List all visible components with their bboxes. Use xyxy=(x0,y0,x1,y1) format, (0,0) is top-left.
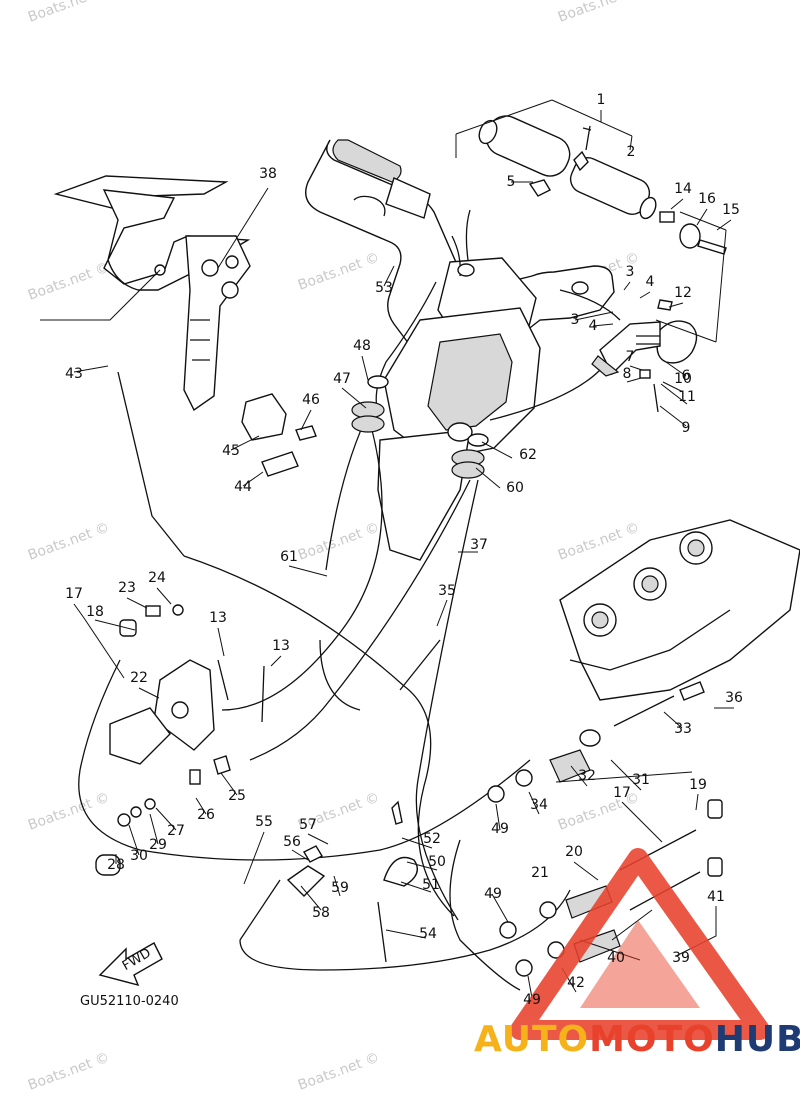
part-label-35: 35 xyxy=(438,583,456,599)
bracket-drawing xyxy=(241,393,317,477)
part-label-1: 1 xyxy=(597,92,606,108)
part-label-32: 32 xyxy=(578,768,596,784)
part-label-49: 49 xyxy=(491,821,509,837)
part-label-24: 24 xyxy=(148,570,166,586)
watermark-2: Boats.net © xyxy=(556,0,642,26)
fwd-arrow: FWD xyxy=(98,942,163,987)
part-label-10: 10 xyxy=(674,371,692,387)
part-label-12: 12 xyxy=(674,285,692,301)
part-label-34: 34 xyxy=(530,797,548,813)
cable-bracket-drawing xyxy=(95,604,265,876)
part-label-47: 47 xyxy=(333,371,351,387)
cable-runs xyxy=(78,281,601,991)
part-label-17: 17 xyxy=(65,586,83,602)
part-label-58: 58 xyxy=(312,905,330,921)
part-label-38: 38 xyxy=(259,166,277,182)
watermark-12: Boats.net © xyxy=(26,1050,112,1094)
part-label-53: 53 xyxy=(375,280,393,296)
lower-fittings-drawing xyxy=(239,681,723,977)
part-label-40: 40 xyxy=(607,950,625,966)
carburetor-drawing xyxy=(559,519,800,701)
part-label-5: 5 xyxy=(507,174,516,190)
part-label-55: 55 xyxy=(255,814,273,830)
part-label-56: 56 xyxy=(283,834,301,850)
leader-lines xyxy=(40,99,734,999)
part-label-30: 30 xyxy=(130,848,148,864)
part-label-59: 59 xyxy=(331,880,349,896)
part-label-9: 9 xyxy=(682,420,691,436)
part-label-20: 20 xyxy=(565,844,583,860)
pedal-drawing xyxy=(53,175,251,412)
part-label-36: 36 xyxy=(725,690,743,706)
boots-drawing xyxy=(351,375,489,479)
part-label-13: 13 xyxy=(272,638,290,654)
brand-part-moto: MOTO xyxy=(589,1019,715,1060)
part-label-3: 3 xyxy=(626,264,635,280)
automotohub-logo-mark xyxy=(510,848,770,1040)
part-label-19: 19 xyxy=(689,777,707,793)
watermark-9: Boats.net © xyxy=(26,790,112,834)
part-label-33: 33 xyxy=(674,721,692,737)
part-label-23: 23 xyxy=(118,580,136,596)
part-label-13: 13 xyxy=(209,610,227,626)
part-label-39: 39 xyxy=(672,950,690,966)
part-label-27: 27 xyxy=(167,823,185,839)
part-label-11: 11 xyxy=(678,389,696,405)
part-label-29: 29 xyxy=(149,837,167,853)
handlebar-drawing xyxy=(305,139,621,561)
grip-drawing xyxy=(478,115,727,255)
part-label-25: 25 xyxy=(228,788,246,804)
part-label-61: 61 xyxy=(280,549,298,565)
part-label-14: 14 xyxy=(674,181,692,197)
watermark-4: Boats.net © xyxy=(296,250,382,294)
watermark-6: Boats.net © xyxy=(26,520,112,564)
part-label-62: 62 xyxy=(519,447,537,463)
part-label-31: 31 xyxy=(632,772,650,788)
brand-part-auto: AUTO xyxy=(474,1019,590,1060)
part-label-51: 51 xyxy=(422,877,440,893)
watermark-3: Boats.net © xyxy=(26,260,112,304)
watermark-7: Boats.net © xyxy=(296,520,382,564)
automotohub-logo: AUTOMOTOHUB xyxy=(474,1019,800,1060)
part-label-46: 46 xyxy=(302,392,320,408)
watermark-13: Boats.net © xyxy=(296,1050,382,1094)
part-label-45: 45 xyxy=(222,443,240,459)
diagram-code: GU52110-0240 xyxy=(80,994,179,1009)
part-label-52: 52 xyxy=(423,831,441,847)
part-label-2: 2 xyxy=(627,144,636,160)
part-label-60: 60 xyxy=(506,480,524,496)
part-label-16: 16 xyxy=(698,191,716,207)
part-number-labels: 1233445678910111213131415161717181920212… xyxy=(65,92,743,1008)
part-label-42: 42 xyxy=(567,975,585,991)
part-label-8: 8 xyxy=(623,366,632,382)
part-label-18: 18 xyxy=(86,604,104,620)
part-label-48: 48 xyxy=(353,338,371,354)
part-label-37: 37 xyxy=(470,537,488,553)
part-label-49: 49 xyxy=(484,886,502,902)
part-label-17: 17 xyxy=(613,785,631,801)
brand-part-hub: HUB xyxy=(714,1019,800,1060)
part-label-26: 26 xyxy=(197,807,215,823)
part-label-44: 44 xyxy=(234,479,252,495)
part-label-22: 22 xyxy=(130,670,148,686)
part-label-28: 28 xyxy=(107,857,125,873)
part-label-21: 21 xyxy=(531,865,549,881)
part-label-4: 4 xyxy=(646,274,655,290)
part-label-3: 3 xyxy=(571,312,580,328)
part-label-49: 49 xyxy=(523,992,541,1008)
part-label-54: 54 xyxy=(419,926,437,942)
part-label-4: 4 xyxy=(589,318,598,334)
part-label-7: 7 xyxy=(626,349,635,365)
part-label-57: 57 xyxy=(299,817,317,833)
part-label-50: 50 xyxy=(428,854,446,870)
part-label-15: 15 xyxy=(722,202,740,218)
part-label-43: 43 xyxy=(65,366,83,382)
watermark-1: Boats.net © xyxy=(26,0,112,26)
part-label-41: 41 xyxy=(707,889,725,905)
part-label-6: 6 xyxy=(682,368,691,384)
